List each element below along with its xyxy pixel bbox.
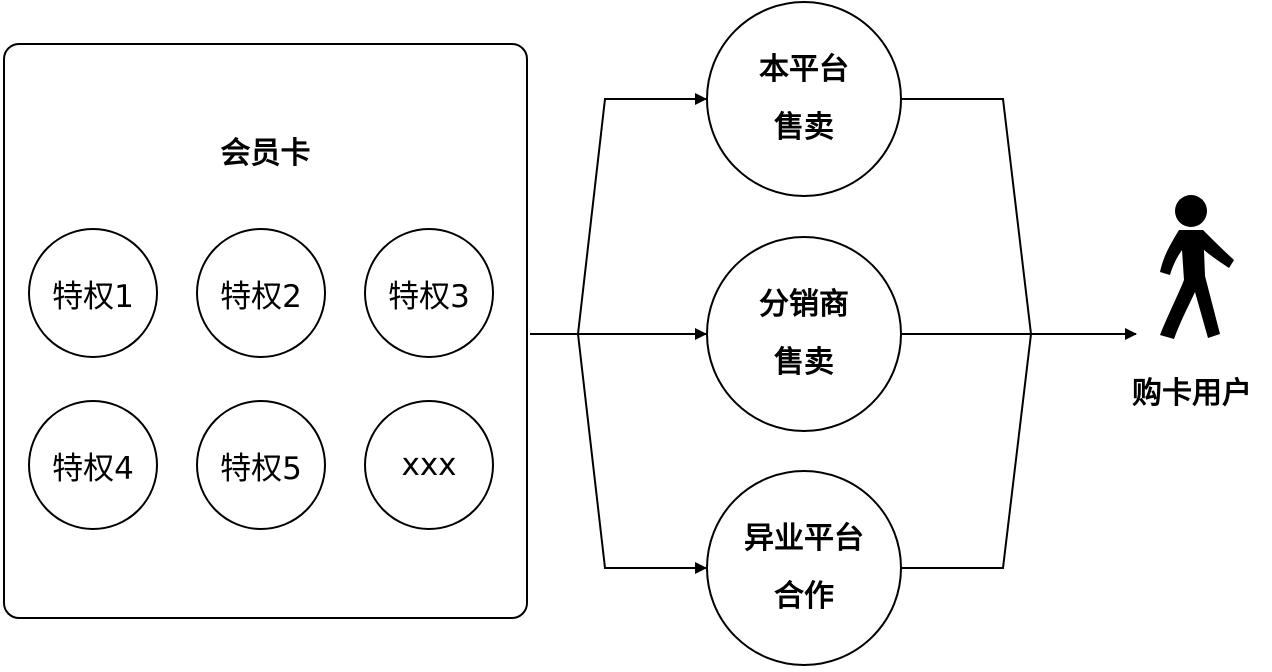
channel-distributor: 分销商 售卖 (706, 236, 902, 432)
channel-distributor-line2: 售卖 (774, 345, 834, 380)
channel-distributor-line1: 分销商 (759, 287, 849, 322)
walking-person-icon (1160, 195, 1234, 339)
channel-partner-platform-line2: 合作 (774, 579, 834, 614)
buyer-label: 购卡用户 (1132, 376, 1252, 411)
privilege-4: 特权4 (28, 400, 158, 530)
channel-partner-platform: 异业平台 合作 (706, 470, 902, 666)
privilege-1: 特权1 (28, 228, 158, 358)
channel-partner-platform-line1: 异业平台 (744, 521, 864, 556)
privilege-more: xxx (364, 400, 494, 530)
privilege-2: 特权2 (196, 228, 326, 358)
member-card-title: 会员卡 (220, 136, 311, 171)
channel-own-platform: 本平台 售卖 (706, 1, 902, 197)
channel-3-to-merge-line (902, 333, 1032, 569)
channel-own-platform-line1: 本平台 (759, 52, 849, 87)
branch-to-channel-3-arrow (577, 333, 707, 574)
channel-1-to-merge-line (902, 98, 1032, 335)
channel-own-platform-line2: 售卖 (774, 110, 834, 145)
privilege-5: 特权5 (196, 400, 326, 530)
branch-to-channel-1-arrow (577, 93, 707, 335)
privilege-3: 特权3 (364, 228, 494, 358)
